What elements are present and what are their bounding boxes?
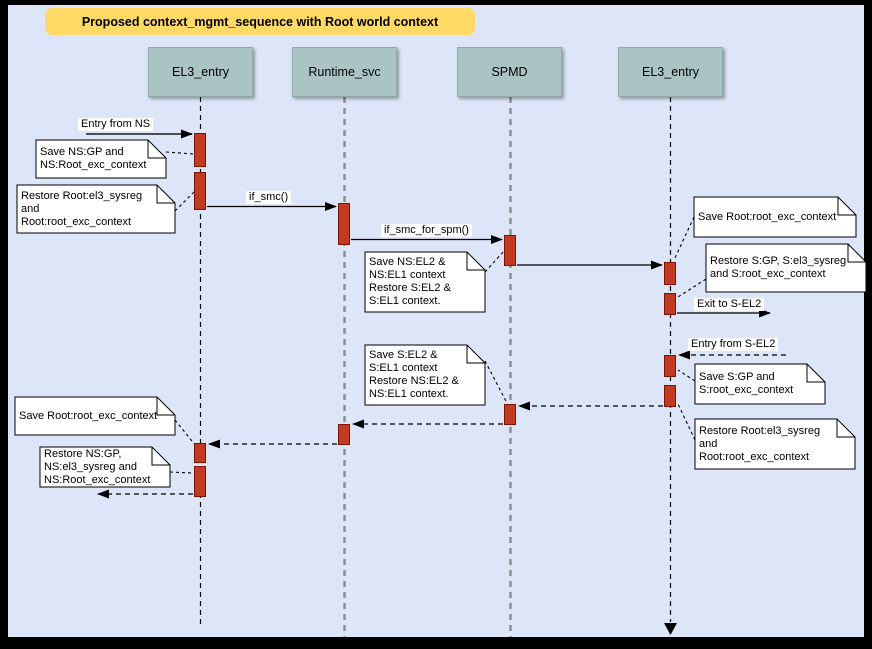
activation-bar [504,235,516,266]
message-label-entry-from-sel2: Entry from S-EL2 [688,338,779,351]
note-shapes [14,139,867,488]
note-connector-8 [677,403,696,441]
note-connector-9 [174,419,197,447]
message-label-if-smc: if_smc() [246,191,292,204]
lifeline-end-arrow-icon [664,623,677,635]
note-fold-icon [806,364,825,383]
activation-bar [194,172,206,210]
note-fold-icon [837,197,856,216]
diagram-canvas [8,5,864,637]
message-label-exit-to-sel2: Exit to S-EL2 [694,298,765,311]
note-fold-icon [156,397,175,416]
activation-bar [338,203,350,245]
activation-bar [194,133,206,167]
note-connector-5 [677,278,707,298]
note-fold-icon [151,447,170,466]
note-shape-2 [16,184,176,234]
note-restore-root-el3-sysreg: Restore Root:el3_sysreg and Root:root_ex… [21,189,143,228]
note-fold-icon [466,252,485,271]
activation-bar [504,404,516,425]
note-save-ns-el2: Save NS:EL2 & NS:EL1 context Restore S:E… [369,256,451,307]
note-shape-9 [14,396,176,436]
note-fold-icon [156,185,175,204]
lifeline-header-el3-entry-1: EL3_entry [148,47,253,97]
note-restore-s-gp: Restore S:GP, S:el3_sysreg and S:root_ex… [710,255,847,280]
note-connector-3 [484,250,505,273]
note-shape-1 [35,139,167,179]
note-save-root-exc-context-bottom: Save Root:root_exc_context [19,409,158,422]
note-shape-3 [364,251,486,313]
note-shape-5 [705,243,867,293]
activation-bar [664,293,676,315]
activation-bar [338,424,350,445]
activation-bar [664,262,676,285]
note-connector-4 [673,216,695,261]
note-restore-root-el3-sysreg-2: Restore Root:el3_sysreg and Root:root_ex… [699,424,821,463]
lifeline-header-el3-entry-2: EL3_entry [618,47,723,97]
note-fold-icon [466,345,485,364]
note-fold-icon [836,419,855,438]
note-restore-ns-gp: Restore NS:GP, NS:el3_sysreg and NS:Root… [44,447,151,486]
note-shape-6 [364,344,486,406]
note-shape-8 [694,418,856,470]
note-shape-7 [694,363,826,405]
activation-bar [194,466,206,497]
activation-bar [664,385,676,407]
note-fold-icon [847,244,866,263]
diagram-title: Proposed context_mgmt_sequence with Root… [45,8,475,35]
note-save-ns-gp: Save NS:GP and NS:Root_exc_context [40,146,147,171]
note-save-root-exc-context-top: Save Root:root_exc_context [698,210,837,223]
note-connector-7 [677,369,696,382]
lifeline-header-runtime-svc: Runtime_svc [292,47,397,97]
note-save-s-gp: Save S:GP and S:root_exc_context [699,371,794,396]
note-connector-10 [169,471,194,474]
note-connector-6 [484,360,508,404]
lifeline-header-spmd: SPMD [457,47,562,97]
note-connector-2 [174,190,196,212]
note-shape-4 [693,196,857,238]
note-shape-10 [39,446,171,488]
note-save-s-el2: Save S:EL2 & S:EL1 context Restore NS:EL… [369,349,459,400]
message-label-entry-from-ns: Entry from NS [78,118,154,131]
activation-bar [664,355,676,377]
note-fold-icon [147,140,166,159]
activation-bar [194,443,206,463]
message-label-if-smc-for-spm: if_smc_for_spm() [381,224,472,237]
note-connector-1 [165,151,195,155]
